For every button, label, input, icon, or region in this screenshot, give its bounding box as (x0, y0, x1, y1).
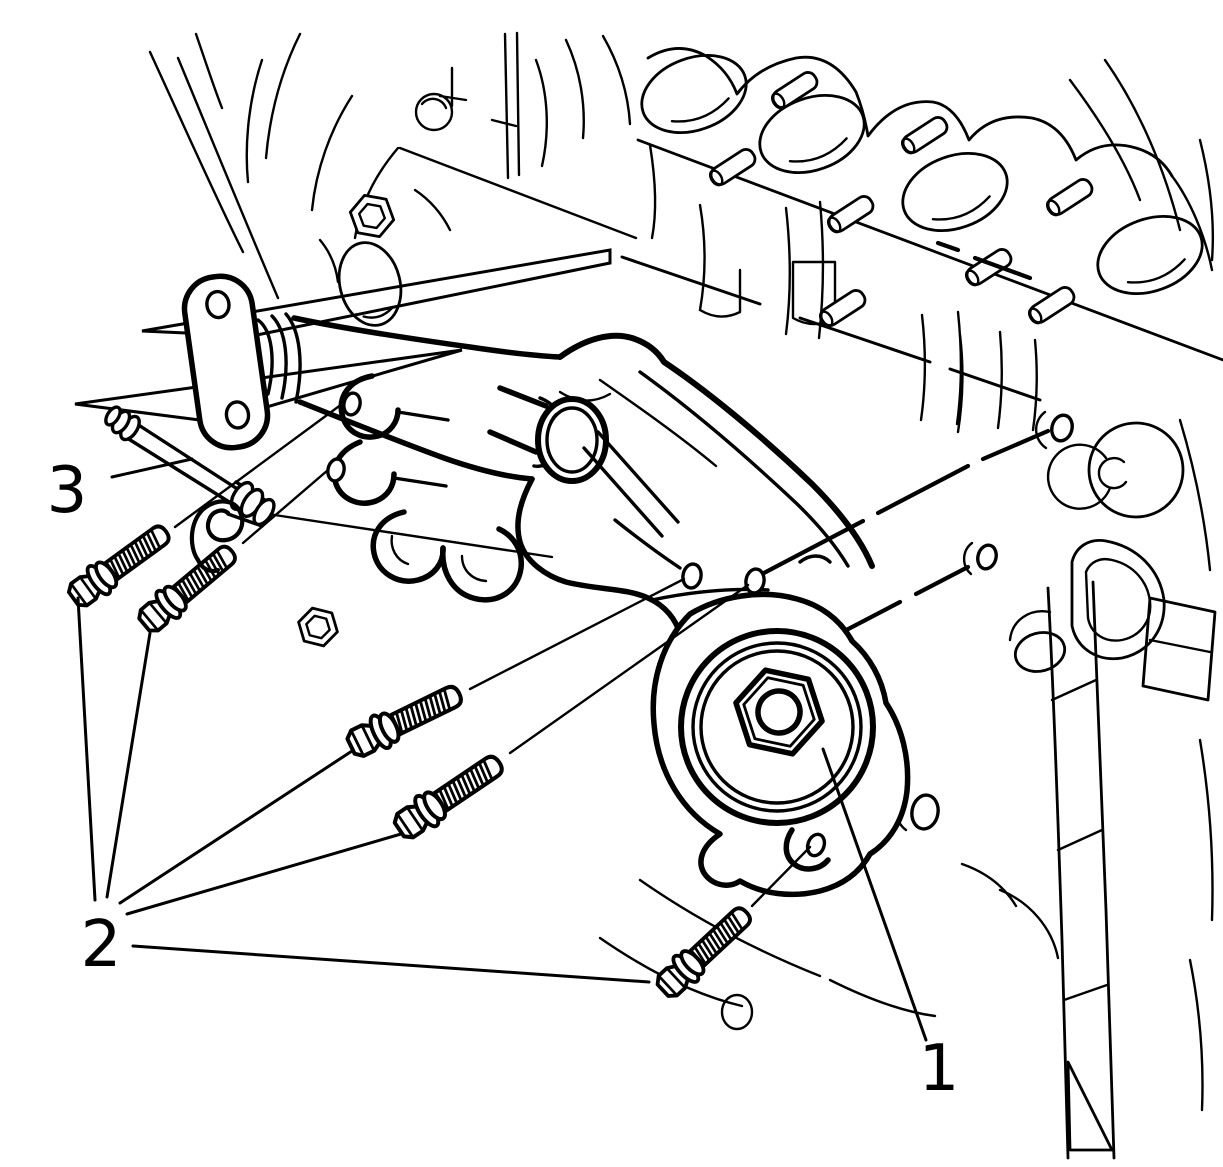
hose-spring-clamp (189, 499, 245, 574)
bolt-hole-targets (759, 240, 1074, 640)
callout-label-2: 2 (81, 908, 122, 982)
callout-label-3: 3 (47, 454, 88, 528)
small-hex-bolt-icon (348, 193, 396, 239)
coolant-bypass-pipe (104, 405, 554, 574)
dowel-studs (708, 71, 1094, 328)
coolant-outlet-pipe (181, 273, 563, 482)
callout-leader-lines (76, 457, 928, 1042)
pump-port-opening (1046, 421, 1185, 519)
intake-ports (640, 54, 1204, 295)
thermostat-housing (326, 332, 875, 637)
mounting-bracket (895, 418, 1217, 1160)
bolt-axis-lines (173, 402, 812, 908)
hose-opening (535, 396, 609, 484)
pump-hex-nut (733, 667, 825, 757)
right-block-features (759, 240, 1217, 1160)
callout-labels: 3 2 1 (47, 454, 960, 1106)
oval-boss (337, 241, 403, 327)
block-hex-bolt-icon (297, 606, 339, 648)
callout-label-1: 1 (919, 1032, 960, 1106)
cylinder-head-deck (398, 47, 1223, 362)
water-pump (650, 554, 911, 898)
